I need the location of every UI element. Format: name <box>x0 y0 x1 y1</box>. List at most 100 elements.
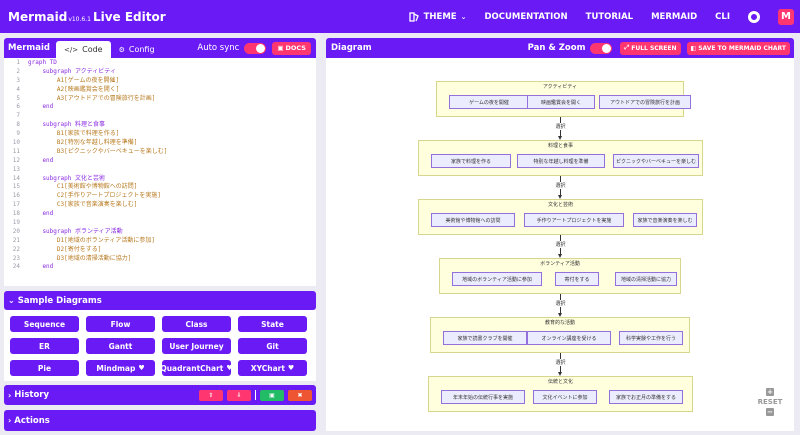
pan-zoom-toggle[interactable] <box>590 42 613 54</box>
flow-node[interactable]: 寄付をする <box>555 272 599 286</box>
code-line: 19 <box>4 219 316 228</box>
sample-button-label: Class <box>185 319 208 329</box>
full-screen-label: FULL SCREEN <box>631 44 677 52</box>
sample-er-button[interactable]: ER <box>10 338 79 354</box>
sample-gantt-button[interactable]: Gantt <box>86 338 155 354</box>
line-number: 21 <box>12 236 20 244</box>
history-header[interactable]: › History ⇧ ⇩ ▣ ✖ <box>4 385 316 405</box>
diagram-canvas[interactable]: + RESET − アクティビティゲームの夜を開催映画鑑賞会を開くアウトドアでの… <box>326 58 794 431</box>
sample-diagrams-title: Sample Diagrams <box>17 295 102 306</box>
sample-pie-button[interactable]: Pie <box>10 360 79 376</box>
code-icon: </> <box>64 45 79 54</box>
tab-code-label: Code <box>82 45 103 54</box>
flow-node[interactable]: 美術館や博物館への訪問 <box>431 213 515 227</box>
code-line: 20 subgraph ボランティア活動 <box>4 228 316 237</box>
save-label: SAVE TO MERMAID CHART <box>698 44 786 52</box>
line-text: B3[ピクニックやバーベキューを楽しむ] <box>28 147 168 155</box>
sample-button-label: XYChart <box>250 363 285 373</box>
chevron-right-icon: › <box>8 416 12 425</box>
gear-icon: ⚙ <box>118 45 125 54</box>
line-text: A2[映画鑑賞会を開く] <box>28 85 120 93</box>
flow-node[interactable]: 家族で料理を作る <box>431 154 511 168</box>
nav-cli[interactable]: CLI <box>715 11 730 22</box>
code-line: 8 subgraph 料理と食事 <box>4 121 316 130</box>
nav-mermaid[interactable]: MERMAID <box>651 11 698 22</box>
brand[interactable]: Mermaid v10.6.1 Live Editor <box>8 10 166 24</box>
flow-node[interactable]: 科学実験や工作を行う <box>619 331 683 345</box>
docs-button[interactable]: ▣ DOCS <box>272 41 311 55</box>
tab-config[interactable]: ⚙ Config <box>111 41 163 58</box>
upload-icon[interactable]: ⇧ <box>199 389 223 401</box>
mermaid-chart-logo[interactable]: M <box>778 8 794 25</box>
sample-state-button[interactable]: State <box>238 316 307 332</box>
flow-node[interactable]: 家族で音楽演奏を楽しむ <box>633 213 697 227</box>
mermaid-chart-icon: ◧ <box>690 44 697 52</box>
flow-node[interactable]: 家族でお正月の準備をする <box>609 390 683 404</box>
flow-node[interactable]: 映画鑑賞会を開く <box>527 95 595 109</box>
reset-button[interactable]: RESET <box>757 398 783 406</box>
subgraph-title: 文化と芸術 <box>547 202 573 208</box>
line-number: 11 <box>12 147 20 155</box>
line-text: C1[美術館や博物館への訪問] <box>28 183 138 191</box>
line-text: A3[アウトドアでの冒険旅行を計画] <box>28 94 156 102</box>
flow-node[interactable]: 年末年始の伝統行事を実施 <box>441 390 525 404</box>
line-text: end <box>28 156 54 164</box>
subgraph: 伝統と文化年末年始の伝統行事を実施文化イベントに参加家族でお正月の準備をする <box>428 376 693 412</box>
arrowhead-icon <box>558 254 562 258</box>
flow-node[interactable]: アウトドアでの冒険旅行を計画 <box>599 95 691 109</box>
nav-tutorial[interactable]: TUTORIAL <box>585 11 634 22</box>
sample-flow-button[interactable]: Flow <box>86 316 155 332</box>
theme-menu[interactable]: THEME ⌄ <box>408 12 466 22</box>
tab-config-label: Config <box>128 45 155 54</box>
tab-code[interactable]: </> Code <box>56 41 111 58</box>
line-number: 7 <box>16 112 20 120</box>
edge-label: 選択 <box>548 300 573 307</box>
autosync-control: Auto sync <box>197 42 267 54</box>
code-line: 4 A2[映画鑑賞会を開く] <box>4 86 316 95</box>
download-icon[interactable]: ⇩ <box>227 389 251 401</box>
edge-label: 選択 <box>548 123 573 130</box>
subgraph: 料理と食事家族で料理を作る特別な年越し料理を準備ピクニックやバーベキューを楽しむ <box>418 140 703 176</box>
flow-node[interactable]: ゲームの夜を開催 <box>449 95 529 109</box>
flow-node[interactable]: 地域のボランティア活動に参加 <box>452 272 542 286</box>
sample-diagrams-header[interactable]: ⌄ Sample Diagrams <box>4 291 316 310</box>
trash-icon[interactable]: ✖ <box>288 389 312 401</box>
flow-node[interactable]: オンライン講座を受ける <box>527 331 611 345</box>
code-line: 12 end <box>4 157 316 166</box>
flow-node[interactable]: 文化イベントに参加 <box>533 390 597 404</box>
flow-node[interactable]: 地域の清掃活動に協力 <box>615 272 677 286</box>
nav-documentation[interactable]: DOCUMENTATION <box>484 11 568 22</box>
code-line: 23 D3[地域の清掃活動に協力] <box>4 255 316 264</box>
subgraph-title: アクティビティ <box>542 84 578 90</box>
save-to-mermaid-chart-button[interactable]: ◧ SAVE TO MERMAID CHART <box>686 41 790 55</box>
flow-node[interactable]: 特別な年越し料理を準備 <box>517 154 605 168</box>
sample-sequence-button[interactable]: Sequence <box>10 316 79 332</box>
sample-mindmap-button[interactable]: Mindmap♥ <box>86 360 155 376</box>
code-line: 6 end <box>4 103 316 112</box>
line-text: subgraph 文化と芸術 <box>28 174 105 182</box>
line-number: 15 <box>12 183 20 191</box>
flow-node[interactable]: ピクニックやバーベキューを楽しむ <box>613 154 699 168</box>
line-number: 9 <box>16 130 20 138</box>
line-number: 3 <box>16 76 20 84</box>
actions-header[interactable]: › Actions <box>4 410 316 431</box>
autosync-toggle[interactable] <box>244 42 267 54</box>
sample-git-button[interactable]: Git <box>238 338 307 354</box>
flow-node[interactable]: 家族で読書クラブを開催 <box>443 331 527 345</box>
sample-quadrantchart-button[interactable]: QuadrantChart♥ <box>160 360 233 376</box>
line-number: 6 <box>16 103 20 111</box>
sample-xychart-button[interactable]: XYChart♥ <box>238 360 307 376</box>
arrowhead-icon <box>558 195 562 199</box>
line-text: subgraph ボランティア活動 <box>28 227 123 235</box>
version-label: v10.6.1 <box>68 15 91 23</box>
full-screen-button[interactable]: ⤢ FULL SCREEN <box>620 41 681 55</box>
zoom-in-icon[interactable]: + <box>766 388 774 396</box>
sample-user-journey-button[interactable]: User Journey <box>162 338 231 354</box>
save-icon[interactable]: ▣ <box>260 389 284 401</box>
github-icon[interactable] <box>748 10 760 23</box>
arrowhead-icon <box>558 372 562 376</box>
sample-class-button[interactable]: Class <box>162 316 231 332</box>
flow-node[interactable]: 手作りアートプロジェクトを実施 <box>524 213 624 227</box>
zoom-out-icon[interactable]: − <box>766 408 774 416</box>
